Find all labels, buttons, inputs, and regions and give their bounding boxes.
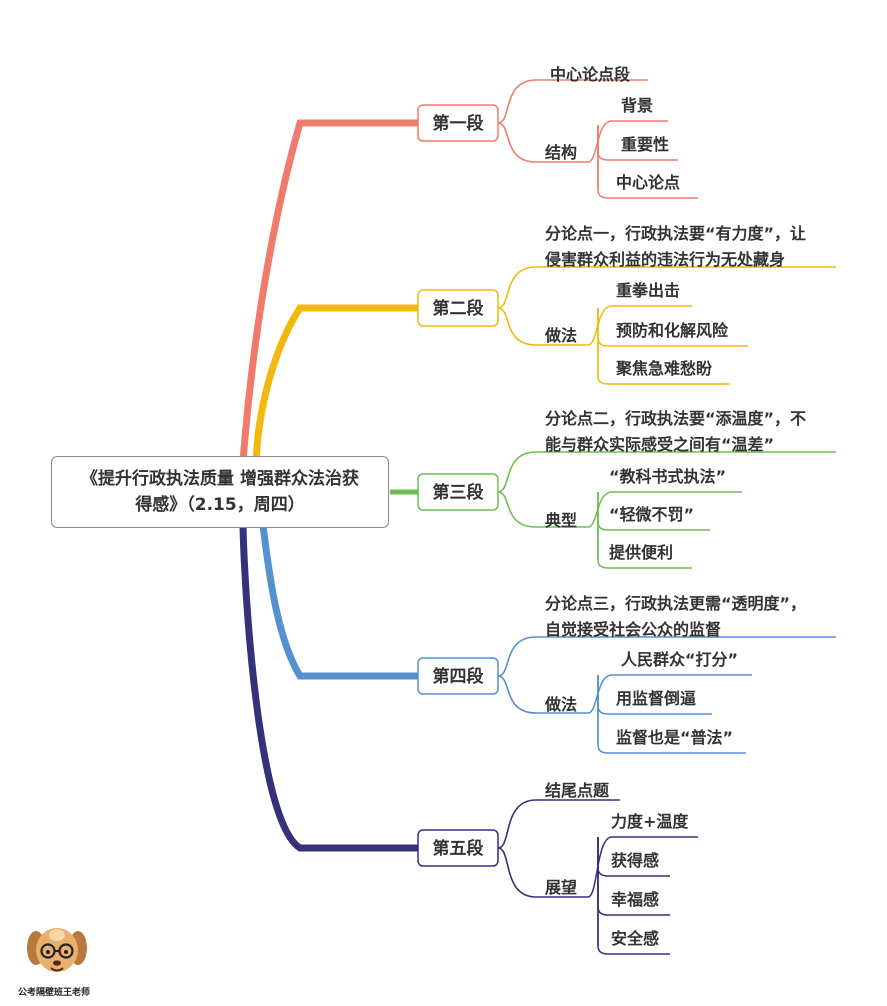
connector-b3c2 (497, 491, 588, 528)
branch-node-b1[interactable]: 第一段 (417, 104, 499, 142)
grandchild-b1c2g2: 重要性 (621, 135, 669, 154)
connector-b2c2 (497, 307, 588, 346)
child-b1c2-line1: 结构 (544, 143, 577, 162)
child-b4c1-line1: 分论点三，行政执法更需“透明度”， (545, 594, 806, 613)
grandchild-b5c2g3: 幸福感 (611, 890, 659, 909)
trunk-b5 (239, 516, 422, 852)
grandchild-b1c2g1: 背景 (621, 96, 653, 115)
grandchild-b1c2g3: 中心论点 (616, 173, 680, 192)
central-topic[interactable]: 《提升行政执法质量 增强群众法治获 得感》（2.15，周四） (51, 456, 389, 528)
central-topic-line1: 《提升行政执法质量 增强群众法治获 (81, 469, 359, 489)
connector-b3c2g3 (597, 492, 692, 569)
child-b2c1-line1: 分论点一，行政执法要“有力度”，让 (545, 224, 806, 243)
child-b2c1-line2: 侵害群众利益的违法行为无处藏身 (544, 250, 785, 269)
child-b3c2-line1: 典型 (545, 511, 577, 530)
child-b4c1-line2: 自觉接受社会公众的监督 (545, 620, 721, 639)
trunk-b4 (258, 516, 422, 680)
grandchild-b3c2g1: “教科书式执法” (609, 467, 726, 486)
branch-label-b5: 第五段 (433, 838, 484, 859)
connector-b2c2g3 (597, 308, 730, 385)
branch-label-b3: 第三段 (433, 482, 484, 503)
grandchild-b2c2g3: 聚焦急难愁盼 (615, 359, 712, 378)
connector-b4c1 (497, 636, 836, 677)
connector-b3c2g1 (587, 491, 742, 528)
branch-node-b3[interactable]: 第三段 (417, 473, 499, 511)
child-b4c2-line1: 做法 (544, 695, 577, 714)
grandchild-b2c2g2: 预防和化解风险 (616, 321, 729, 340)
branch-node-b5[interactable]: 第五段 (417, 829, 499, 867)
grandchild-b4c2g1: 人民群众“打分” (621, 650, 738, 669)
trunk-b1 (238, 119, 422, 484)
grandchild-b3c2g3: 提供便利 (609, 543, 673, 562)
connector-b1c2 (497, 122, 588, 163)
branch-box-b2 (417, 289, 499, 327)
connector-b5c1 (497, 799, 620, 849)
grandchild-b5c2g4: 安全感 (611, 929, 659, 948)
child-b3c1-line2: 能与群众实际感受之间有“温差” (545, 435, 774, 454)
branch-box-b5 (417, 829, 499, 867)
child-b5c1-line1: 结尾点题 (544, 781, 610, 800)
connector-b5c2g4 (597, 837, 670, 955)
branch-node-b2[interactable]: 第二段 (417, 289, 499, 327)
connector-b2c1 (497, 266, 836, 309)
child-b2c2-line1: 做法 (544, 326, 577, 345)
connectors (238, 79, 836, 955)
grandchild-b2c2g1: 重拳出击 (616, 281, 680, 300)
grandchild-b4c2g2: 用监督倒逼 (616, 689, 696, 708)
central-topic-line2: 得感》（2.15，周四） (135, 495, 305, 515)
branch-node-b4[interactable]: 第四段 (417, 657, 499, 695)
connector-b1c1 (497, 79, 648, 124)
branch-label-b4: 第四段 (433, 666, 484, 687)
child-b5c2-line1: 展望 (545, 878, 577, 897)
branch-box-b4 (417, 657, 499, 695)
connector-b1c2g3 (597, 125, 698, 199)
branch-label-b2: 第二段 (433, 298, 484, 319)
connector-b3c1 (497, 451, 836, 493)
watermark-logo (22, 922, 122, 1002)
branch-box-b3 (417, 473, 499, 511)
grandchild-b4c2g3: 监督也是“普法” (616, 728, 733, 747)
watermark-text: 公考隔壁班王老师 (18, 988, 91, 998)
grandchild-b5c2g1: 力度+温度 (611, 812, 689, 831)
grandchild-b5c2g2: 获得感 (611, 851, 659, 870)
child-b3c1-line1: 分论点二，行政执法要“添温度”，不 (545, 409, 806, 428)
dog-with-glasses-icon (27, 928, 87, 972)
connector-b4c2 (497, 675, 588, 714)
grandchild-b3c2g2: “轻微不罚” (609, 505, 694, 524)
branch-label-b1: 第一段 (433, 113, 484, 134)
trunk-b2 (252, 304, 422, 482)
connector-b5c2 (497, 847, 588, 898)
branch-box-b1 (417, 104, 499, 142)
child-b1c1-line1: 中心论点段 (550, 65, 631, 84)
connector-b4c2g3 (597, 675, 746, 754)
